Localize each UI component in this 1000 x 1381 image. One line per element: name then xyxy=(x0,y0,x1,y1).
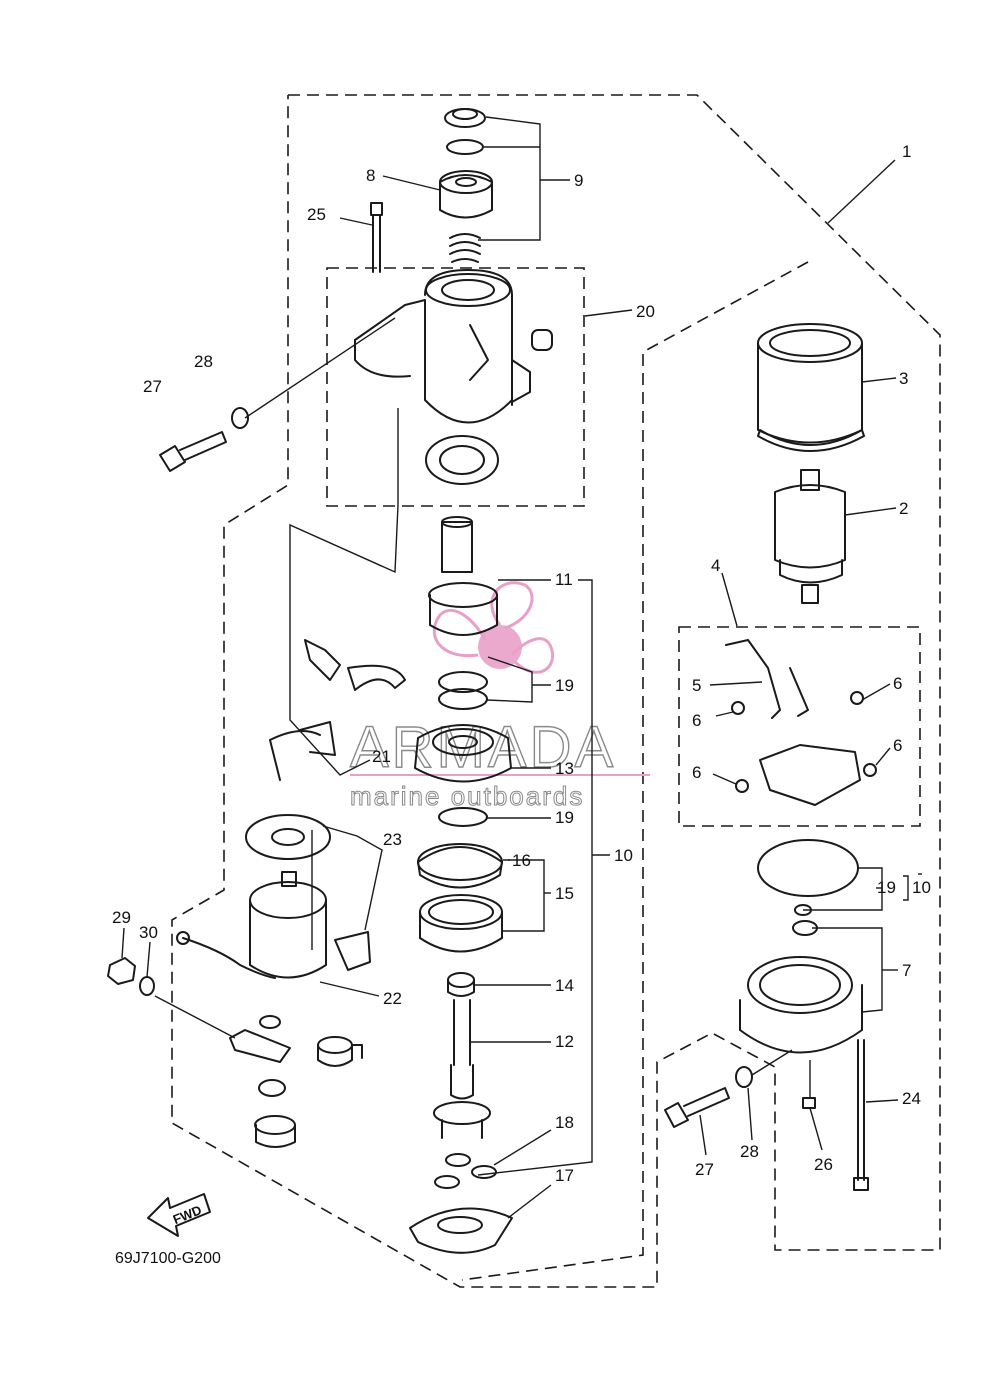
callout-27a: 27 xyxy=(143,377,162,396)
part-drive-shaft-11 xyxy=(428,516,498,710)
callout-26: 26 xyxy=(814,1155,833,1174)
fwd-arrow-icon xyxy=(147,1193,211,1237)
callout-27b: 27 xyxy=(695,1160,714,1179)
callout-6a: 6 xyxy=(893,674,902,693)
callout-6b: 6 xyxy=(692,711,701,730)
callout-13: 13 xyxy=(555,759,574,778)
callout-19a: 19 xyxy=(555,676,574,695)
callout-8: 8 xyxy=(366,166,375,185)
part-solenoid xyxy=(176,639,406,1148)
callout-7: 7 xyxy=(902,961,911,980)
callout-5: 5 xyxy=(692,676,701,695)
callout-2: 2 xyxy=(899,499,908,518)
callout-17: 17 xyxy=(555,1166,574,1185)
callout-14: 14 xyxy=(555,976,574,995)
callout-4: 4 xyxy=(711,556,720,575)
callout-12: 12 xyxy=(555,1032,574,1051)
inner-boundary xyxy=(461,261,809,1281)
leader-lines xyxy=(121,116,922,1219)
assembly-boundary-main xyxy=(171,94,941,1288)
brush-holder-boundary xyxy=(678,626,921,827)
callout-22: 22 xyxy=(383,989,402,1008)
callout-19b: 19 xyxy=(555,808,574,827)
callout-9: 9 xyxy=(574,171,583,190)
part-front-bracket xyxy=(354,269,553,485)
callout-18: 18 xyxy=(555,1113,574,1132)
part-brush-holder xyxy=(725,639,877,806)
callout-labels: 1 2 3 4 5 6 6 6 6 7 8 9 10 10 11 12 13 1… xyxy=(112,142,931,1185)
callout-11: 11 xyxy=(555,570,573,589)
callout-23: 23 xyxy=(383,830,402,849)
callout-28b: 28 xyxy=(740,1142,759,1161)
part-internal-gear xyxy=(417,843,503,953)
part-yoke-3 xyxy=(757,323,865,452)
callout-6c: 6 xyxy=(893,736,902,755)
callout-29: 29 xyxy=(112,908,131,927)
callout-15: 15 xyxy=(555,884,574,903)
part-armature-2 xyxy=(774,469,846,604)
callout-21: 21 xyxy=(372,747,391,766)
part-pinion-stack xyxy=(439,108,493,263)
callout-1: 1 xyxy=(902,142,911,161)
bracket-19-10 xyxy=(903,875,909,901)
part-rear-cover-7 xyxy=(739,839,863,1054)
part-shaft-assembly xyxy=(409,972,513,1254)
callout-3: 3 xyxy=(899,369,908,388)
front-bracket-boundary xyxy=(326,267,585,507)
watermark-tagline: marine outboards xyxy=(350,781,584,811)
diagram-code: 69J7100-G200 xyxy=(115,1250,221,1267)
part-bolt-25 xyxy=(370,202,383,273)
callout-24: 24 xyxy=(902,1089,921,1108)
callout-19c: 19 xyxy=(877,878,896,897)
callout-6d: 6 xyxy=(692,763,701,782)
callout-28a: 28 xyxy=(194,352,213,371)
callout-16: 16 xyxy=(512,851,531,870)
callout-20: 20 xyxy=(636,302,655,321)
callout-25: 25 xyxy=(307,205,326,224)
callout-10a: 10 xyxy=(614,846,633,865)
part-gear-carrier-13 xyxy=(414,724,512,827)
callout-10b: 10 xyxy=(912,878,931,897)
part-rear-fasteners xyxy=(664,1039,869,1191)
watermark-brand: ARMADA xyxy=(350,715,616,780)
callout-30: 30 xyxy=(139,923,158,942)
part-bolt-27-left xyxy=(159,407,249,472)
